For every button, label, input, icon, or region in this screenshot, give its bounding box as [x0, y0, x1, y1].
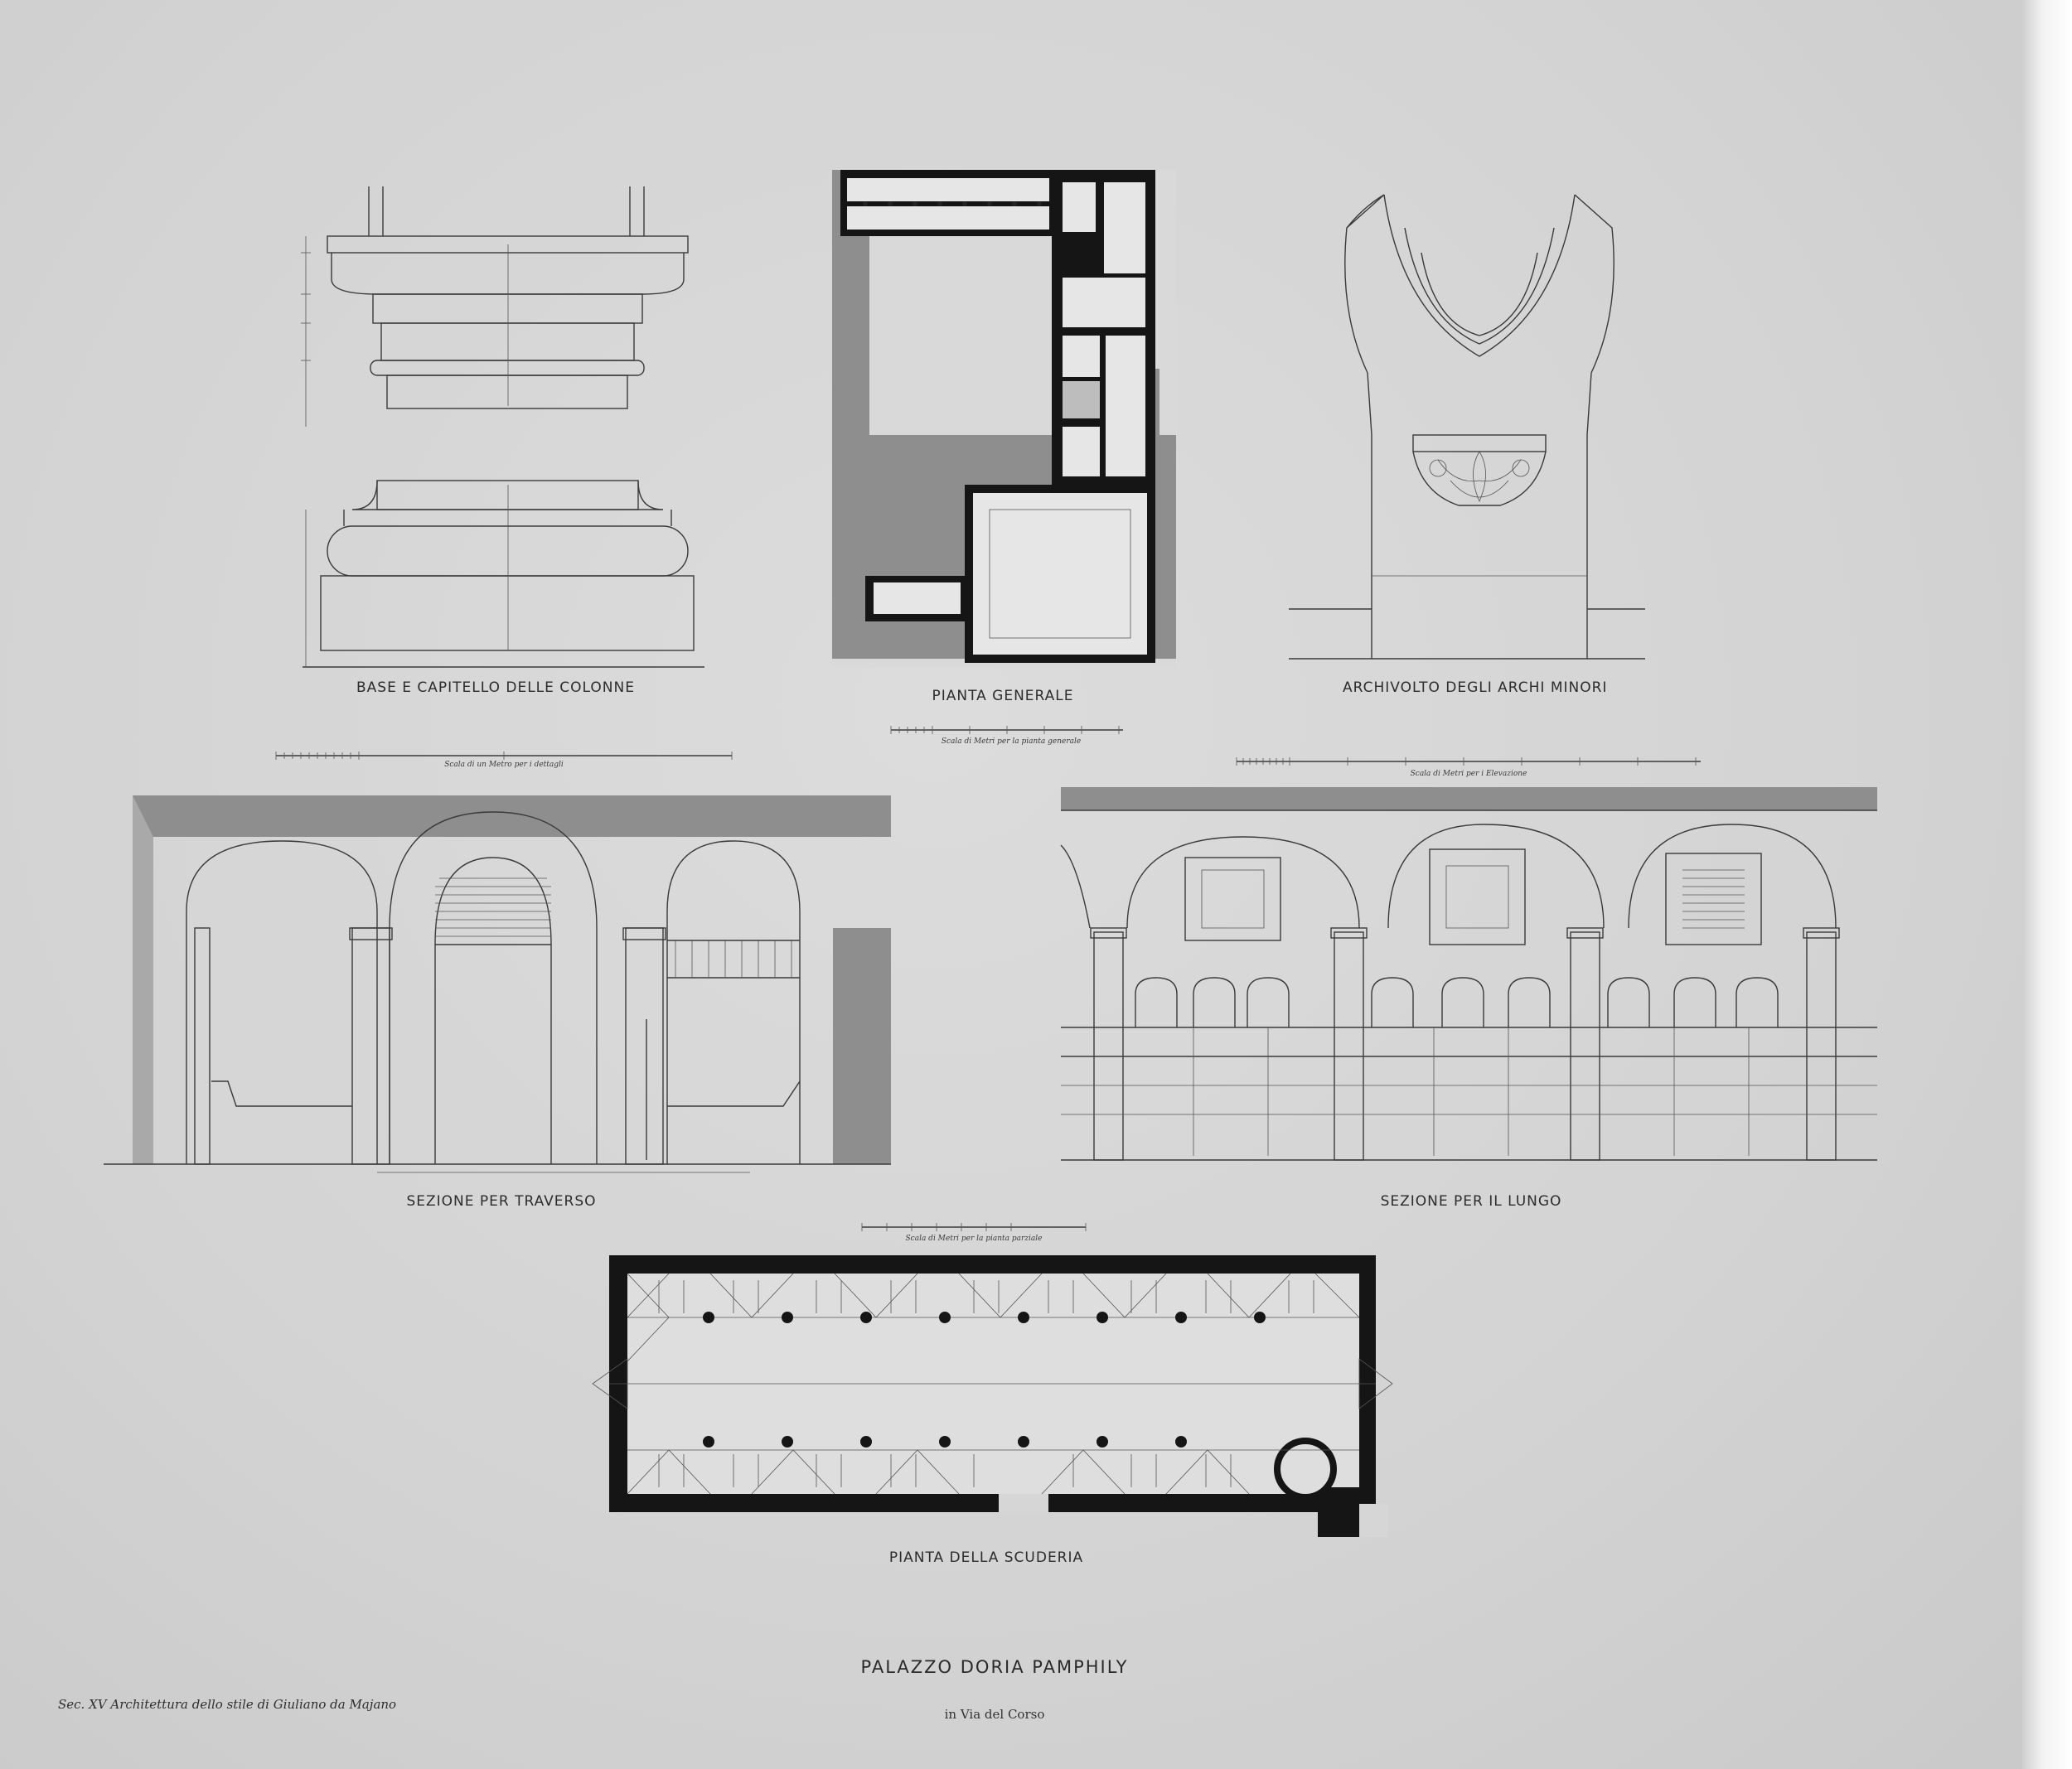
site-plan-scale-label: Scala di Metri per la pianta generale [941, 737, 1082, 746]
sheet-subtitle: in Via del Corso [944, 1707, 1045, 1722]
sheet-edge [2022, 0, 2072, 1769]
site-plan-scale-bar [890, 726, 1123, 734]
cross-section-drawing [104, 795, 891, 1173]
stable-plan-caption: PIANTA DELLA SCUDERIA [888, 1549, 1084, 1566]
elevation-scale-label: Scala di Metri per i Elevazione [1410, 770, 1527, 778]
archivolt-caption: ARCHIVOLTO DEGLI ARCHI MINORI [1343, 679, 1608, 696]
long-section-drawing [1060, 787, 1877, 1161]
sheet-title: PALAZZO DORIA PAMPHILY [860, 1657, 1129, 1677]
column-scale-bar [275, 752, 733, 760]
sheet-footnote: Sec. XV Architettura dello stile di Giul… [58, 1697, 397, 1712]
column-detail-caption: BASE E CAPITELLO DELLE COLONNE [356, 679, 635, 696]
column-detail-drawing [301, 186, 704, 668]
stable-plan-scale-bar [861, 1223, 1087, 1231]
site-plan-drawing [832, 170, 1176, 667]
archivolt-drawing [1289, 194, 1645, 660]
column-scale-label: Scala di un Metro per i dettagli [444, 761, 564, 769]
elevation-scale-bar [1236, 757, 1701, 766]
site-plan-caption: PIANTA GENERALE [932, 688, 1074, 704]
cross-section-caption: SEZIONE PER TRAVERSO [406, 1193, 597, 1210]
stable-plan-drawing [592, 1255, 1393, 1537]
stable-plan-scale-label: Scala di Metri per la pianta parziale [905, 1235, 1043, 1243]
long-section-caption: SEZIONE PER IL LUNGO [1380, 1193, 1562, 1210]
